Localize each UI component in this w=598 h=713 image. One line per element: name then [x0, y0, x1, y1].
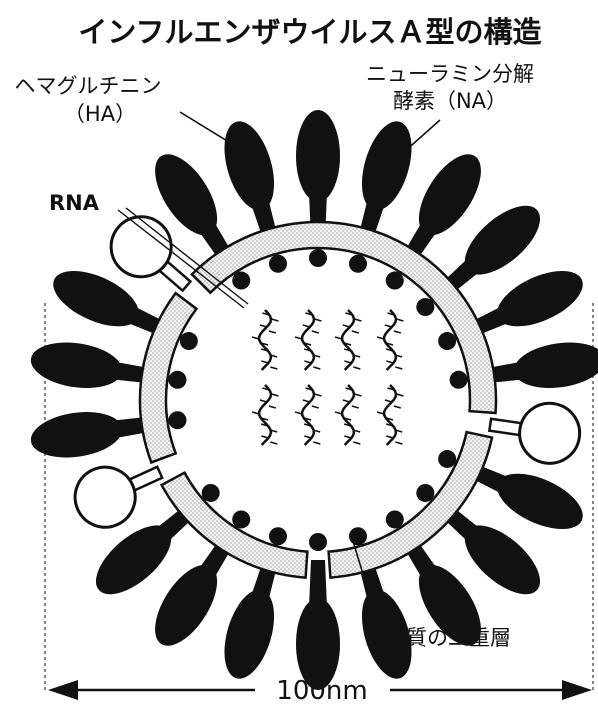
spike-anchor: [168, 411, 186, 429]
spike-anchor: [438, 332, 456, 350]
na-label-line2: 酵素（NA）: [393, 89, 507, 113]
spike-anchor: [232, 510, 250, 528]
spike-anchor: [202, 484, 220, 502]
rna-label: RNA: [49, 191, 100, 215]
spike-anchor: [416, 484, 434, 502]
ha-label-line1: ヘマグルチニン: [15, 74, 162, 98]
rna-strand: [295, 310, 321, 370]
spike-anchor: [269, 255, 287, 273]
rna-strand: [335, 385, 361, 445]
na-label-line1: ニューラミン分解: [366, 62, 534, 86]
rna-strand: [252, 310, 278, 370]
hemagglutinin-spike: [296, 560, 340, 690]
spike-anchor: [386, 510, 404, 528]
spike-anchor: [232, 272, 250, 290]
rna-strand: [377, 385, 403, 445]
rna-strand: [295, 385, 321, 445]
spike-anchor: [309, 249, 327, 267]
lipid-bilayer: [140, 222, 496, 578]
spike-anchor: [450, 371, 468, 389]
hemagglutinin-spike: [296, 110, 340, 240]
lipid-bilayer-label: 脂質の二重層: [385, 626, 511, 650]
spike-anchor: [349, 527, 367, 545]
neuraminidase-spike: [486, 395, 584, 467]
ha-label-line2: （HA）: [64, 102, 136, 126]
spike-anchor: [309, 533, 327, 551]
spike-anchor: [349, 255, 367, 273]
spike-anchor: [386, 272, 404, 290]
spike-anchor: [269, 527, 287, 545]
scale-label: 100nm: [276, 676, 367, 706]
rna-strand: [252, 385, 278, 445]
spike-anchor: [416, 298, 434, 316]
rna-strands: [252, 310, 403, 445]
rna-strand: [377, 310, 403, 370]
spike-anchor: [438, 450, 456, 468]
spike-anchor: [168, 371, 186, 389]
spike-anchor: [180, 332, 198, 350]
diagram-title: インフルエンザウイルスＡ型の構造: [78, 15, 541, 49]
rna-strand: [335, 310, 361, 370]
membrane-segment: [192, 222, 496, 413]
spike-bases: [168, 249, 467, 551]
